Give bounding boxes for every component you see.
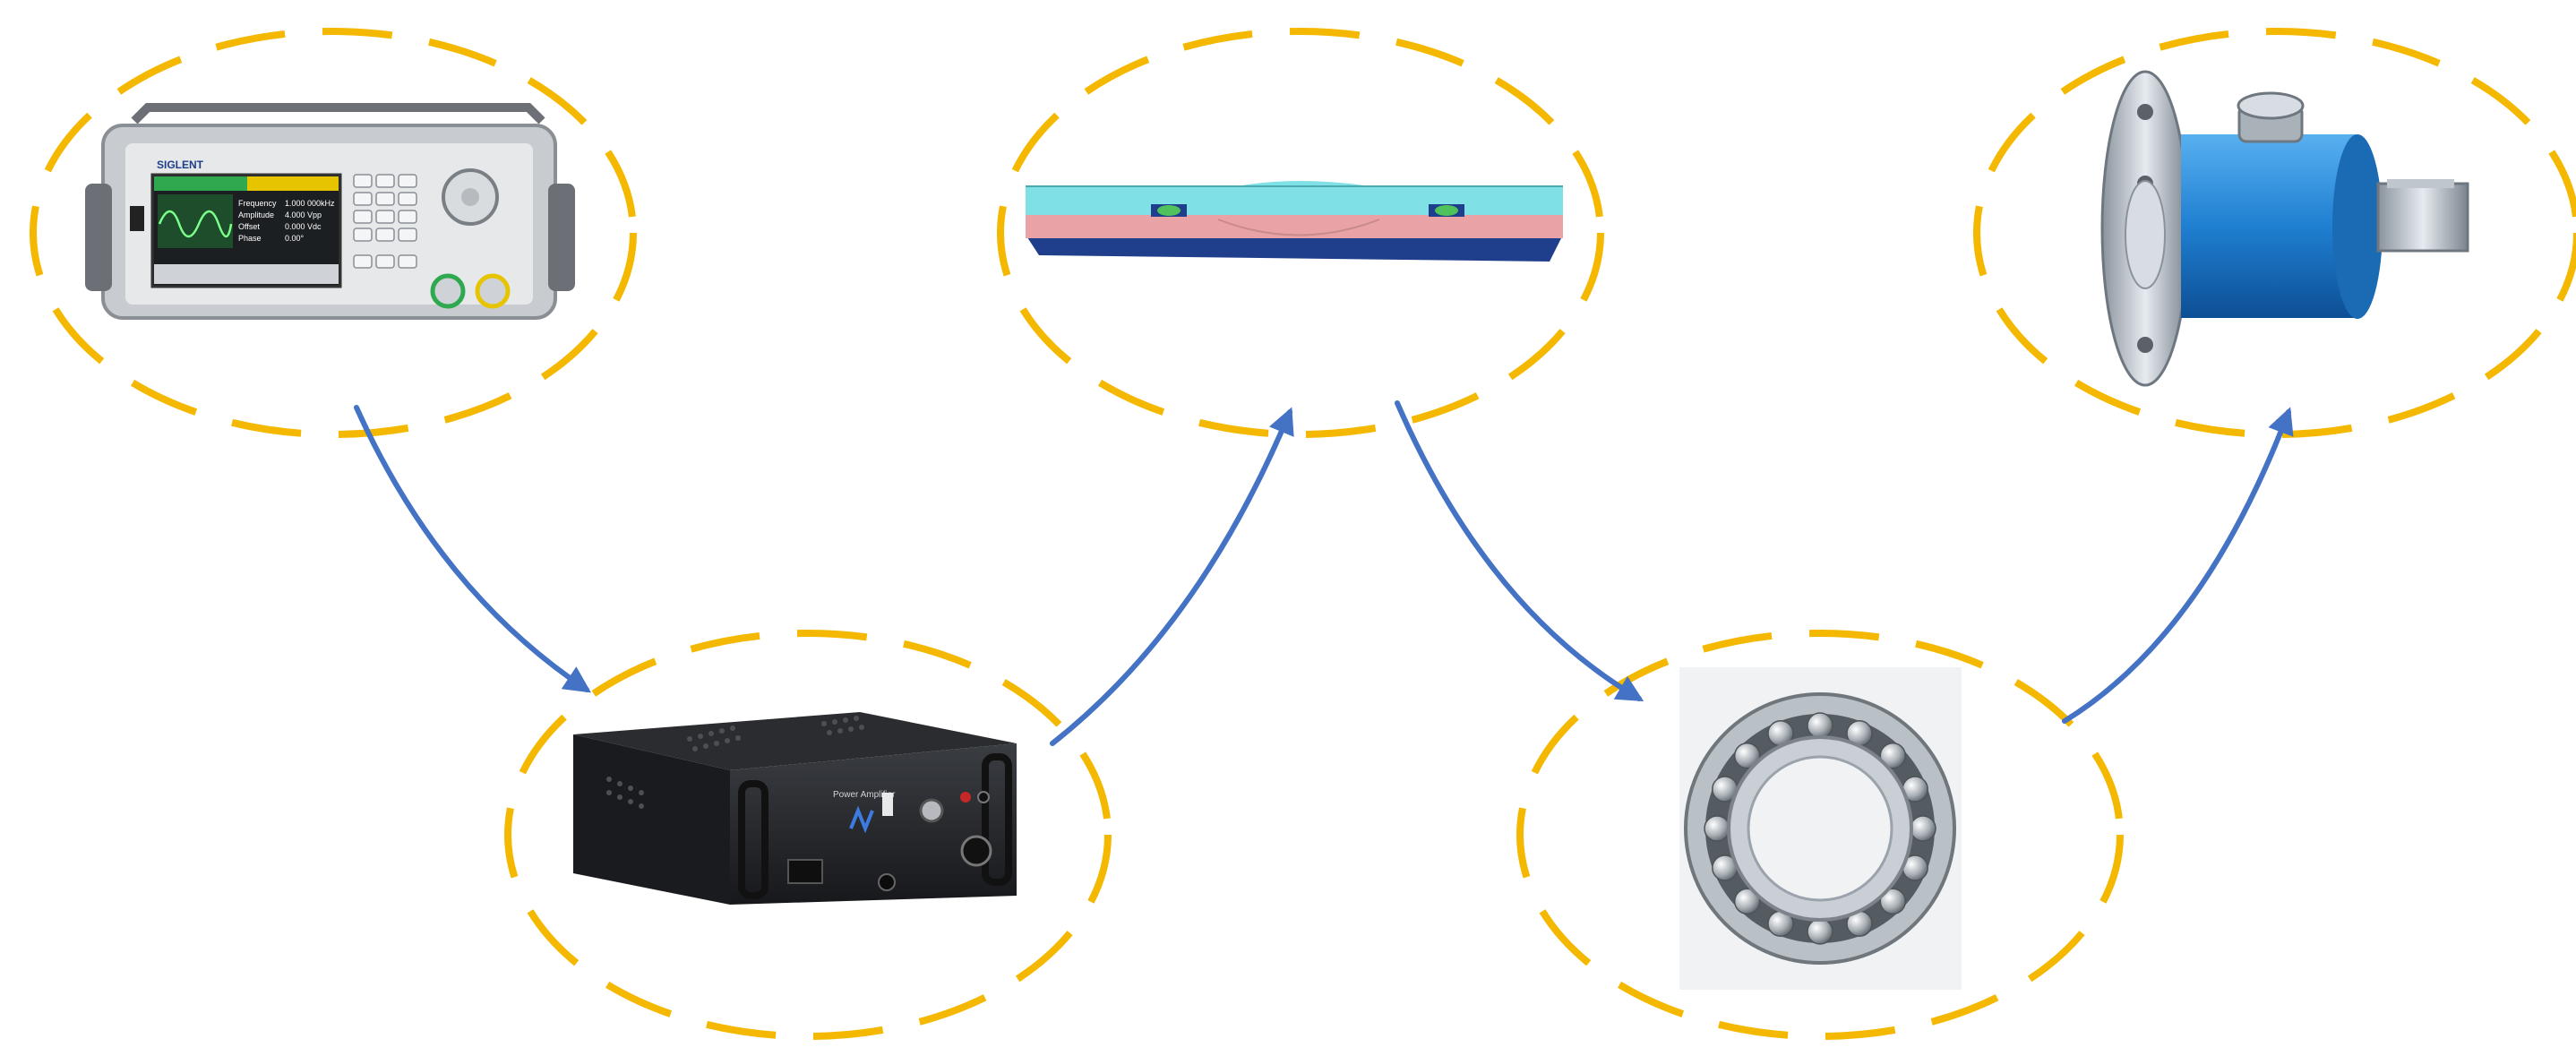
amplifier-bnc-input	[919, 798, 944, 823]
bearing-ball	[1910, 815, 1936, 842]
amplifier-handle-right	[982, 753, 1012, 886]
actuator-piezo-right	[1435, 205, 1458, 216]
arrow-generator-to-amplifier	[354, 405, 591, 693]
amplifier-front	[730, 743, 1017, 905]
ellipse-group	[30, 28, 2576, 1040]
amplifier-terminal-red	[960, 792, 971, 803]
generator-handle	[131, 103, 545, 124]
generator-param-frequency: Frequency	[238, 199, 277, 208]
amplifier-top	[573, 712, 1017, 770]
actuator-top-layer	[1026, 186, 1563, 215]
amplifier-indicator-led	[882, 793, 893, 816]
generator-side-right	[548, 184, 575, 291]
ball-bearing-icon	[1679, 667, 1962, 990]
bearing-ball	[1879, 888, 1907, 915]
amplifier-logo-icon	[849, 805, 874, 834]
sensor-flange-hole-top	[2137, 104, 2153, 120]
sensor-body	[2181, 134, 2374, 318]
amplifier-panel-label: Power Amplifier	[833, 790, 896, 800]
actuator-center-dome	[1217, 219, 1380, 236]
bearing-ball	[1733, 888, 1761, 915]
amplifier-speakon-output	[960, 835, 992, 867]
sensor-flange-hole-bottom	[2137, 337, 2153, 353]
actuator-assembly-ellipse	[997, 28, 1604, 438]
amplifier-terminal-black	[977, 791, 990, 803]
torque-sensor-ellipse	[1973, 28, 2576, 438]
generator-usb-port	[130, 206, 144, 231]
generator-screen-header-ch2	[247, 176, 339, 191]
generator-output-ch1	[430, 273, 466, 309]
generator-knob-center	[461, 188, 479, 206]
sensor-shaft	[2376, 182, 2469, 253]
generator-value-frequency: 1.000 000kHz	[285, 199, 335, 208]
generator-screen-wave-area	[158, 194, 233, 248]
amplifier-gain-knob	[878, 873, 896, 891]
actuator-base-plate	[1026, 235, 1563, 262]
power-amplifier-icon: Power Amplifier	[573, 712, 1017, 905]
generator-keypad	[353, 174, 417, 269]
generator-value-amplitude: 4.000 Vpp	[285, 210, 322, 219]
bearing-ball	[1807, 918, 1833, 945]
arrow-bearing-to-sensor	[2062, 407, 2294, 724]
sensor-flange-bore	[2125, 180, 2166, 289]
generator-side-left	[85, 184, 112, 291]
amplifier-side	[573, 734, 730, 905]
signal-generator-icon: SIGLENT Frequency Amplitude Offset Phase…	[85, 103, 575, 320]
generator-param-amplitude: Amplitude	[238, 210, 274, 219]
actuator-assembly-icon	[1026, 181, 1563, 262]
generator-softkeys	[154, 264, 339, 284]
bearing-ball-set	[1704, 712, 1936, 945]
generator-output-ch2	[475, 273, 511, 309]
sensor-body-end	[2332, 134, 2383, 319]
power-amplifier-ellipse	[504, 630, 1112, 1040]
torque-sensor-icon	[2100, 70, 2469, 387]
arrow-group	[354, 400, 2294, 746]
bearing-bore	[1747, 755, 1893, 902]
generator-param-offset: Offset	[238, 222, 260, 231]
actuator-top-bump	[1236, 181, 1370, 186]
sensor-shaft-key	[2387, 179, 2454, 188]
generator-waveform	[158, 210, 233, 238]
bearing-ball	[1879, 742, 1907, 769]
sensor-connector-top	[2237, 91, 2305, 120]
amplifier-vent-holes	[606, 716, 864, 809]
generator-screen-header-ch1	[154, 176, 247, 191]
signal-generator-ellipse	[30, 28, 637, 438]
bearing-ball	[1733, 742, 1761, 769]
actuator-piezo-left	[1157, 205, 1181, 216]
ball-bearing-ellipse	[1516, 630, 2124, 1040]
bearing-ball	[1704, 815, 1730, 842]
generator-param-phase: Phase	[238, 234, 262, 243]
bearing-ball	[1807, 712, 1833, 739]
amplifier-power-inlet	[787, 859, 823, 884]
generator-value-offset: 0.000 Vdc	[285, 222, 322, 231]
arrow-amplifier-to-actuator	[1050, 407, 1294, 746]
amplifier-handle-left	[738, 780, 769, 899]
arrow-actuator-to-bearing	[1395, 400, 1644, 702]
generator-value-phase: 0.00°	[285, 234, 305, 243]
generator-brand: SIGLENT	[157, 159, 204, 171]
